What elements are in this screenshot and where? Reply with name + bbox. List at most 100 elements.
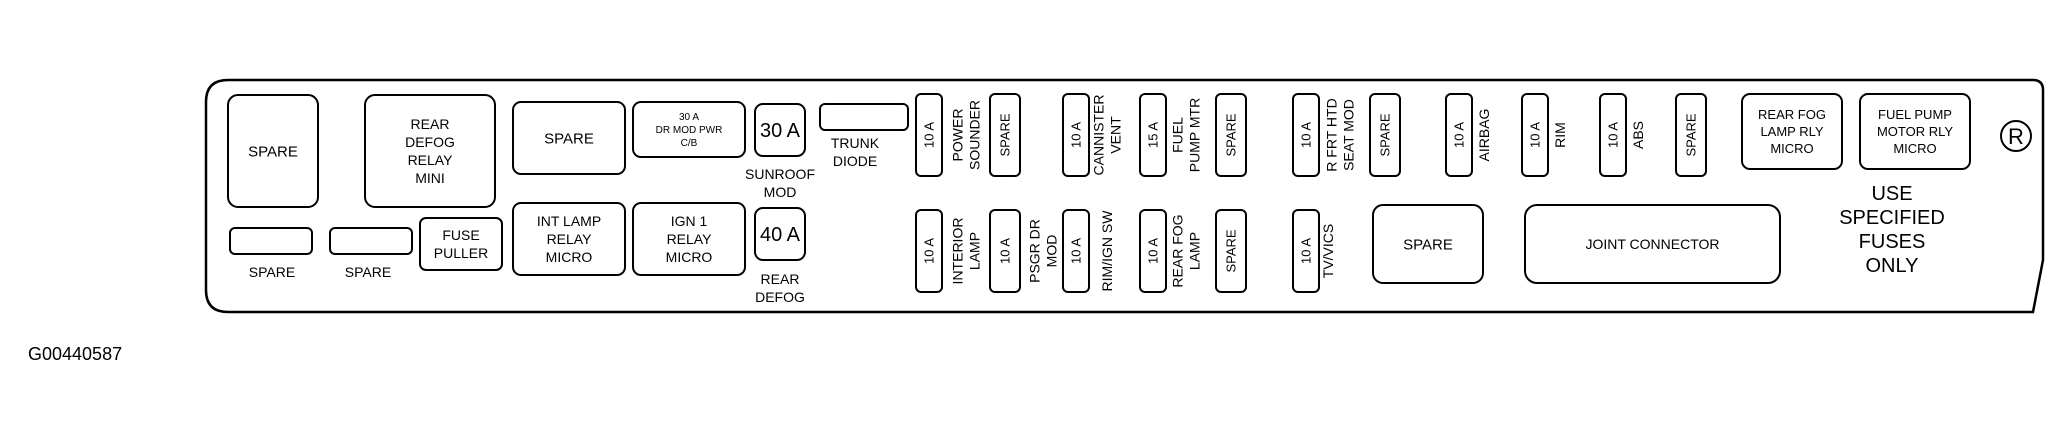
fuse-spare-4-label: SPARE: [1378, 113, 1393, 156]
label-psgr-dr-mod-label: PSGR DRMOD: [1026, 219, 1059, 283]
fuse-fuel-pump-mtr-label-group: 15 A: [1146, 122, 1161, 148]
label-cannister-vent-label-group: CANNISTERVENT: [1090, 95, 1123, 176]
registered-mark: R: [2000, 120, 2032, 152]
fuse-spare-4-slot: [1369, 93, 1401, 177]
spare-label-2-label: SPARE: [345, 264, 391, 280]
trunk-diode-slot: [819, 103, 909, 131]
fuse-airbag-slot: [1445, 93, 1473, 177]
fuse-interior-lamp-slot: [915, 209, 943, 293]
label-airbag-label: AIRBAG: [1476, 109, 1492, 162]
fuse-rear-fog-lamp-label: 10 A: [1146, 238, 1161, 264]
fuse-tv-vics-slot: [1292, 209, 1320, 293]
fuse-abs-label-group: 10 A: [1606, 122, 1621, 148]
fuse-airbag-label-group: 10 A: [1452, 122, 1467, 148]
fuse-cannister-vent-label-group: 10 A: [1069, 122, 1084, 148]
rear-defog-fuse-slot: [754, 207, 806, 261]
fuse-rim-ign-sw-label-group: 10 A: [1069, 238, 1084, 264]
fuse-tv-vics-label: 10 A: [1299, 238, 1314, 264]
label-fuel-pump-mtr-label: FUELPUMP MTR: [1169, 98, 1202, 172]
rear-defog-fuse-label: 40 A: [760, 224, 801, 246]
fuse-spare-5-label: SPARE: [1684, 113, 1699, 156]
label-rim-ign-sw-label-group: RIM/IGN SW: [1099, 210, 1115, 292]
fuse-spare-5-label-group: SPARE: [1684, 113, 1699, 156]
fuse-cannister-vent-slot: [1062, 93, 1090, 177]
fuse-spare-1-label: SPARE: [998, 113, 1013, 156]
spare-large-label: SPARE: [248, 143, 298, 160]
label-rim-label-group: RIM: [1552, 122, 1568, 148]
joint-connector-slot: [1524, 204, 1781, 284]
sunroof-mod-fuse-label: 30 A: [760, 120, 801, 142]
spare-wide-slot: [1372, 204, 1484, 284]
fuse-airbag-label: 10 A: [1452, 122, 1467, 148]
label-fuel-pump-mtr-label-group: FUELPUMP MTR: [1169, 98, 1202, 172]
label-tv-vics-label-group: TV/VICS: [1320, 224, 1336, 278]
fuse-spare-1-slot: [989, 93, 1021, 177]
fuel-pump-motor-rly-micro-slot: [1859, 93, 1971, 170]
fuse-psgr-dr-mod-slot: [989, 209, 1021, 293]
fuse-r-frt-htd-seat-mod-slot: [1292, 93, 1320, 177]
fuse-rim-slot: [1521, 93, 1549, 177]
spare-left-2-slot: [329, 227, 413, 255]
fuse-fuel-pump-mtr-slot: [1139, 93, 1167, 177]
joint-connector-label: JOINT CONNECTOR: [1585, 236, 1719, 252]
fuse-spare-5-slot: [1675, 93, 1707, 177]
fuse-cannister-vent-label: 10 A: [1069, 122, 1084, 148]
fuse-rim-label: 10 A: [1528, 122, 1543, 148]
fuse-power-sounder-label: 10 A: [922, 122, 937, 148]
rear-fog-lamp-rly-micro-slot: [1741, 93, 1843, 170]
fuse-abs-slot: [1599, 93, 1627, 177]
fuse-abs-label: 10 A: [1606, 122, 1621, 148]
rear-defog-relay-mini-slot: [364, 94, 496, 208]
int-lamp-relay-micro-slot: [512, 202, 626, 276]
fuse-r-frt-htd-seat-mod-label-group: 10 A: [1299, 122, 1314, 148]
label-rim-label: RIM: [1552, 122, 1568, 148]
fuse-r-frt-htd-seat-mod-label: 10 A: [1299, 122, 1314, 148]
fuse-fuel-pump-mtr-label: 15 A: [1146, 122, 1161, 148]
spare-mid-label: SPARE: [544, 130, 594, 147]
fuse-interior-lamp-label-group: 10 A: [922, 238, 937, 264]
fuse-spare-3-label-group: SPARE: [1224, 229, 1239, 272]
fuse-spare-2-slot: [1215, 93, 1247, 177]
dr-mod-pwr-cb-slot: [632, 101, 746, 158]
fuse-spare-1-label-group: SPARE: [998, 113, 1013, 156]
sunroof-mod-fuse-slot: [754, 103, 806, 157]
registered-mark-letter: R: [2008, 124, 2024, 149]
label-cannister-vent-label: CANNISTERVENT: [1090, 95, 1123, 176]
label-r-frt-htd-seat-mod-label: R FRT HTDSEAT MOD: [1323, 98, 1356, 171]
component-slots: [227, 93, 1971, 293]
fuse-rim-label-group: 10 A: [1528, 122, 1543, 148]
label-psgr-dr-mod-label-group: PSGR DRMOD: [1026, 219, 1059, 283]
label-r-frt-htd-seat-mod-label-group: R FRT HTDSEAT MOD: [1323, 98, 1356, 171]
label-tv-vics-label: TV/VICS: [1320, 224, 1336, 278]
fuse-spare-2-label: SPARE: [1224, 113, 1239, 156]
label-airbag-label-group: AIRBAG: [1476, 109, 1492, 162]
spare-wide-label: SPARE: [1403, 236, 1453, 253]
fuse-spare-3-label: SPARE: [1224, 229, 1239, 272]
label-rear-fog-lamp-label-group: REAR FOGLAMP: [1169, 214, 1202, 287]
label-interior-lamp-label-group: INTERIORLAMP: [949, 218, 982, 285]
ign1-relay-micro-slot: [632, 202, 746, 276]
fuse-rim-ign-sw-slot: [1062, 209, 1090, 293]
spare-left-1-slot: [229, 227, 313, 255]
spare-label-1-label: SPARE: [249, 264, 295, 280]
fuse-psgr-dr-mod-label-group: 10 A: [998, 238, 1013, 264]
fuse-power-sounder-slot: [915, 93, 943, 177]
fuse-spare-4-label-group: SPARE: [1378, 113, 1393, 156]
label-interior-lamp-label: INTERIORLAMP: [949, 218, 982, 285]
fuse-rear-fog-lamp-slot: [1139, 209, 1167, 293]
label-abs-label-group: ABS: [1630, 121, 1646, 149]
label-power-sounder-label-group: POWERSOUNDER: [949, 100, 982, 170]
fuse-puller-slot: [419, 217, 503, 271]
spare-mid-slot: [512, 101, 626, 175]
label-power-sounder-label: POWERSOUNDER: [949, 100, 982, 170]
label-rear-fog-lamp-label: REAR FOGLAMP: [1169, 214, 1202, 287]
